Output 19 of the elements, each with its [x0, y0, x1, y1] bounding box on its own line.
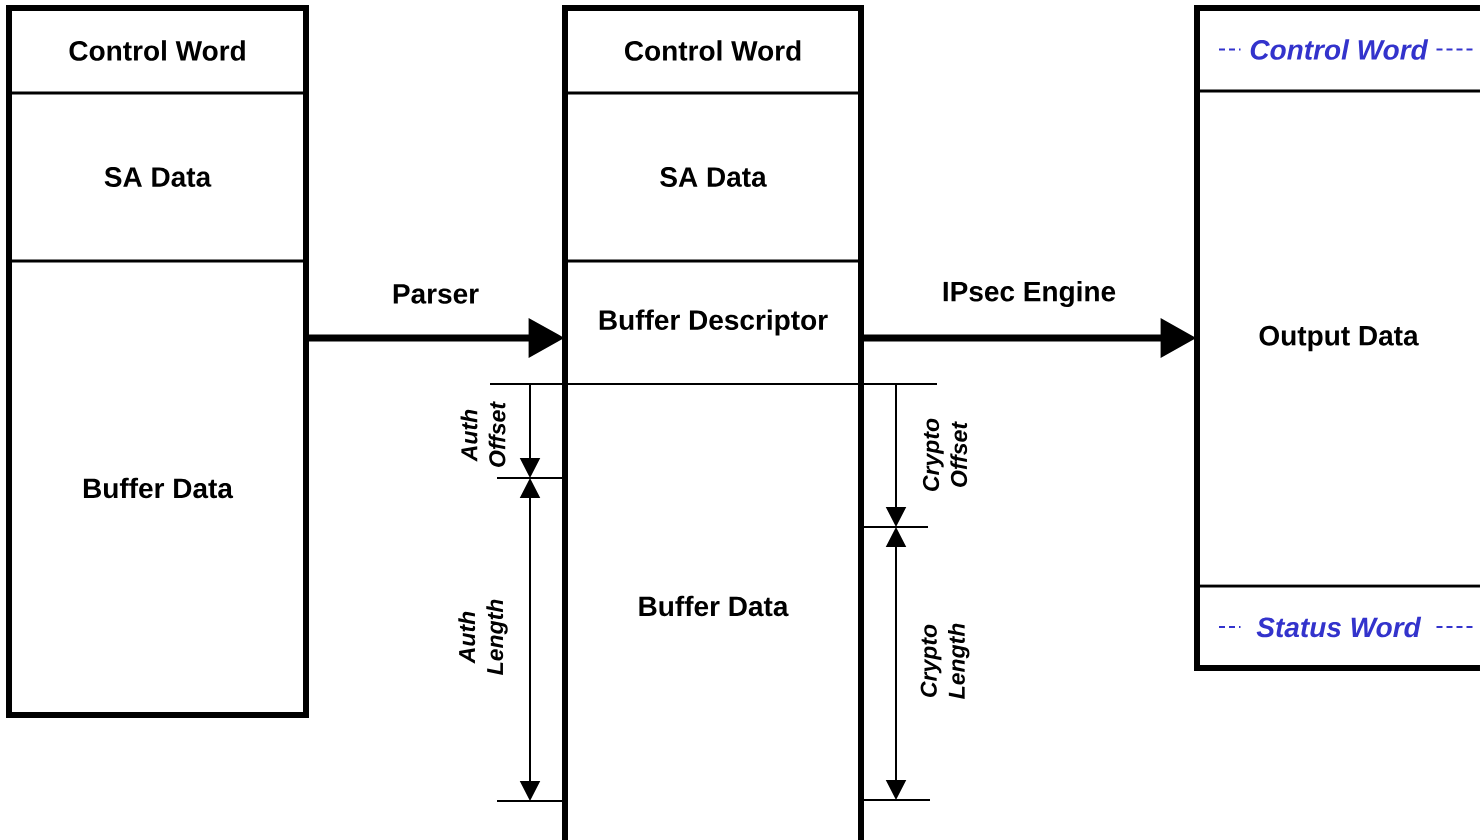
cell-label: SA Data [104, 167, 212, 187]
cell-label: Buffer Data [83, 477, 234, 499]
cell-label: SA Data [660, 167, 767, 187]
cell-label: Buffer Data [639, 595, 789, 617]
cell-label: Output Data [1259, 325, 1419, 352]
dimension-label: Crypto Offset [922, 418, 968, 491]
dimension-label: Auth Length [458, 599, 508, 675]
dimension-label: Auth Offset [460, 401, 506, 467]
dimension-label: Crypto Length [920, 623, 970, 699]
column-box [562, 5, 864, 840]
edge-label: IPsec Engine [943, 280, 1116, 308]
struck-label: Status Word [1218, 616, 1475, 638]
edge-label: Parser [393, 284, 479, 304]
cell-label: Control Word [625, 40, 801, 61]
cell-label: Control Word [69, 40, 245, 61]
struck-label: Control Word [1218, 39, 1475, 60]
column-box [6, 5, 309, 718]
column-box [1194, 5, 1480, 671]
cell-label: Buffer Descriptor [599, 309, 828, 336]
